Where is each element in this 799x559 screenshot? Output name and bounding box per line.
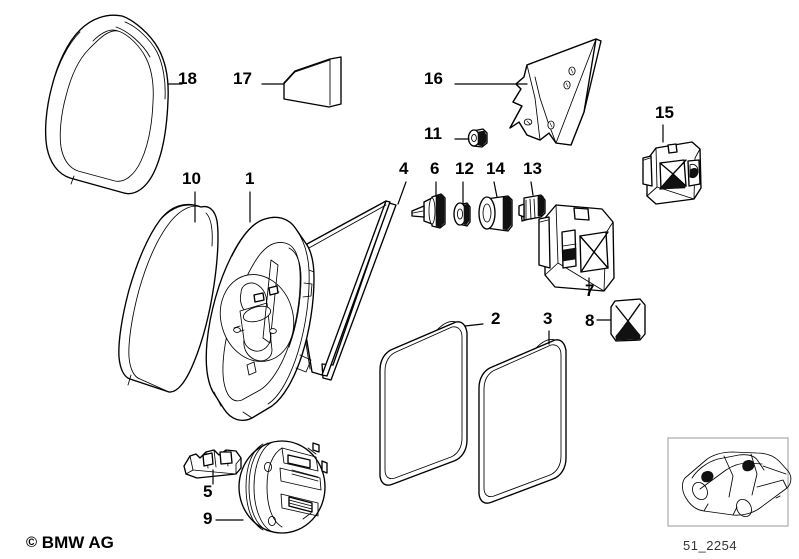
callout-18[interactable]: 18 (178, 69, 197, 88)
part-6-screw-stud (411, 193, 446, 229)
callout-12[interactable]: 12 (455, 159, 474, 178)
part-5-retaining-clip (183, 449, 242, 479)
callout-2[interactable]: 2 (491, 309, 501, 328)
part-1-mirror-housing-assembly (205, 216, 315, 421)
part-7-mirror-switch-unit (538, 204, 615, 292)
callout-10[interactable]: 10 (182, 169, 201, 188)
callout-11[interactable]: 11 (424, 124, 442, 143)
callout-8[interactable]: 8 (585, 311, 595, 330)
part-2-mirror-glass-plain (379, 321, 468, 486)
part-11-grommet-nut (467, 128, 488, 148)
callout-6[interactable]: 6 (430, 159, 440, 178)
part-18-mirror-frame-ring (44, 14, 169, 195)
leader-13 (530, 181, 534, 196)
diagram-id-label: 51_2254 (683, 538, 738, 553)
copyright-symbol: © (26, 534, 38, 551)
leader-14 (493, 181, 498, 198)
part-12-washer (453, 202, 471, 227)
callout-4[interactable]: 4 (399, 159, 409, 178)
callout-16[interactable]: 16 (424, 69, 443, 88)
callout-1[interactable]: 1 (245, 169, 255, 188)
callout-5[interactable]: 5 (203, 482, 213, 501)
part-15-mirror-switch-connector (642, 141, 702, 205)
callout-13[interactable]: 13 (523, 159, 542, 178)
callout-14[interactable]: 14 (486, 159, 505, 178)
part-17-flat-gasket-pad (283, 56, 342, 108)
part-14-spacer-bush (478, 195, 513, 232)
part-16-triangular-trim-cover (509, 38, 602, 146)
callout-17[interactable]: 17 (233, 69, 252, 88)
callout-15[interactable]: 15 (655, 103, 674, 122)
callout-7[interactable]: 7 (585, 281, 595, 300)
part-9-mirror-drive-motor (238, 440, 328, 534)
callout-9[interactable]: 9 (203, 509, 213, 528)
vehicle-icon (682, 451, 792, 518)
leader-4 (397, 181, 407, 205)
part-3-mirror-glass-heated (478, 339, 567, 504)
callout-3[interactable]: 3 (543, 309, 553, 328)
copyright-owner: BMW AG (41, 533, 114, 552)
vehicle-location-inset (667, 437, 792, 527)
copyright-notice: © BMW AG (26, 533, 114, 553)
leader-2 (464, 323, 484, 327)
part-10-mirror-cover-cap (118, 203, 219, 393)
leader-lines (167, 83, 664, 521)
part-8-switch-cap (610, 298, 646, 342)
part-13-fillister-head-screw (518, 194, 546, 222)
